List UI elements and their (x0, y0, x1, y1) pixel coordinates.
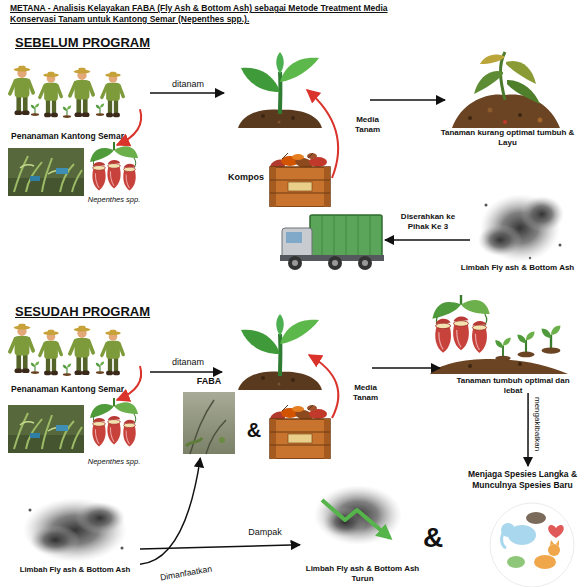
section-heading: SEBELUM PROGRAM (15, 35, 215, 51)
annotation-label: & (243, 418, 265, 442)
illustrated-node: Tanaman tumbuh optimal dan lebat (428, 290, 578, 393)
connector-arrow (140, 458, 200, 564)
node-caption: Nepenthes spp. (85, 457, 143, 466)
process-arrows (150, 90, 470, 240)
connector-arrow (527, 393, 529, 466)
illustrated-node: Penanaman Kantong Semar (5, 60, 140, 142)
compost-crate (269, 404, 330, 459)
process-arrows (150, 355, 440, 418)
connector-label: Dimanfaatkan (150, 562, 223, 584)
node-caption: Penanaman Kantong Semar (5, 131, 130, 141)
node-caption: Kompos (228, 172, 268, 183)
ash-waste-pile (478, 194, 564, 262)
node-caption: Penanaman Kantong Semar (5, 384, 130, 394)
compost-crate (269, 152, 330, 207)
connector-arrow (117, 366, 141, 400)
node-caption: FABA (180, 376, 238, 387)
thriving-plants (430, 295, 568, 374)
illustrated-node: Tanaman kurang optimal tumbuh & Layu (440, 48, 575, 148)
nepenthes-illustration (8, 398, 138, 453)
annotation-label: ditanam (158, 79, 218, 90)
node-caption: Limbah Fly ash & Bottom Ash (10, 565, 140, 575)
sprout-illustration (238, 52, 322, 128)
connector-arrow (140, 545, 300, 549)
nepenthes-illustration (8, 142, 138, 196)
farmers-illustration (10, 324, 123, 376)
annotation-label: Diserahkan ke Pihak Ke 3 (392, 212, 464, 232)
annotation-label: ditanam (158, 357, 218, 368)
ash-waste-decrease (314, 485, 402, 545)
garbage-truck (280, 215, 384, 270)
section-heading: SESUDAH PROGRAM (15, 304, 215, 320)
connector-label: mengakibatkan (532, 397, 542, 451)
illustrated-node: FABA (180, 374, 238, 458)
illustrated-node: Penanaman Kantong Semar (5, 318, 140, 398)
illustrated-node: Limbah Fly ash & Bottom Ash (455, 192, 580, 277)
connector-label: Dampak (238, 527, 292, 538)
annotation-label: Media Tanam (345, 115, 390, 135)
illustrated-node: Nepenthes spp. (5, 145, 145, 207)
node-caption: Limbah Fly ash & Bottom Ash (455, 263, 580, 273)
animals-circle (490, 503, 574, 587)
illustrated-node: Nepenthes spp. (5, 400, 145, 468)
node-caption: Limbah Fly ash & Bottom Ash Turun (305, 564, 420, 584)
node-caption: Tanaman tumbuh optimal dan lebat (453, 376, 573, 396)
ash-waste-pile (23, 498, 127, 562)
wilting-plant (452, 52, 560, 128)
farmers-illustration (10, 66, 123, 118)
sprout-illustration (238, 314, 322, 390)
node-caption: Nepenthes spp. (85, 195, 143, 204)
illustrated-node: Limbah Fly ash & Bottom Ash Turun (300, 486, 425, 584)
annotation-label: & (419, 522, 447, 554)
illustrated-node: Kompos (228, 150, 333, 208)
diagram-title: METANA - Analisis Kelayakan FABA (Fly As… (10, 3, 435, 25)
faba-photo (183, 392, 235, 454)
illustrated-node: Limbah Fly ash & Bottom Ash (10, 498, 140, 583)
node-caption: Tanaman kurang optimal tumbuh & Layu (440, 128, 575, 148)
connector-arrow (117, 109, 141, 145)
illustrated-node: Menjaga Spesies Langka & Munculnya Spesi… (465, 466, 580, 494)
annotation-label: Media Tanam (343, 383, 388, 403)
node-caption: Menjaga Spesies Langka & Munculnya Spesi… (465, 469, 580, 491)
